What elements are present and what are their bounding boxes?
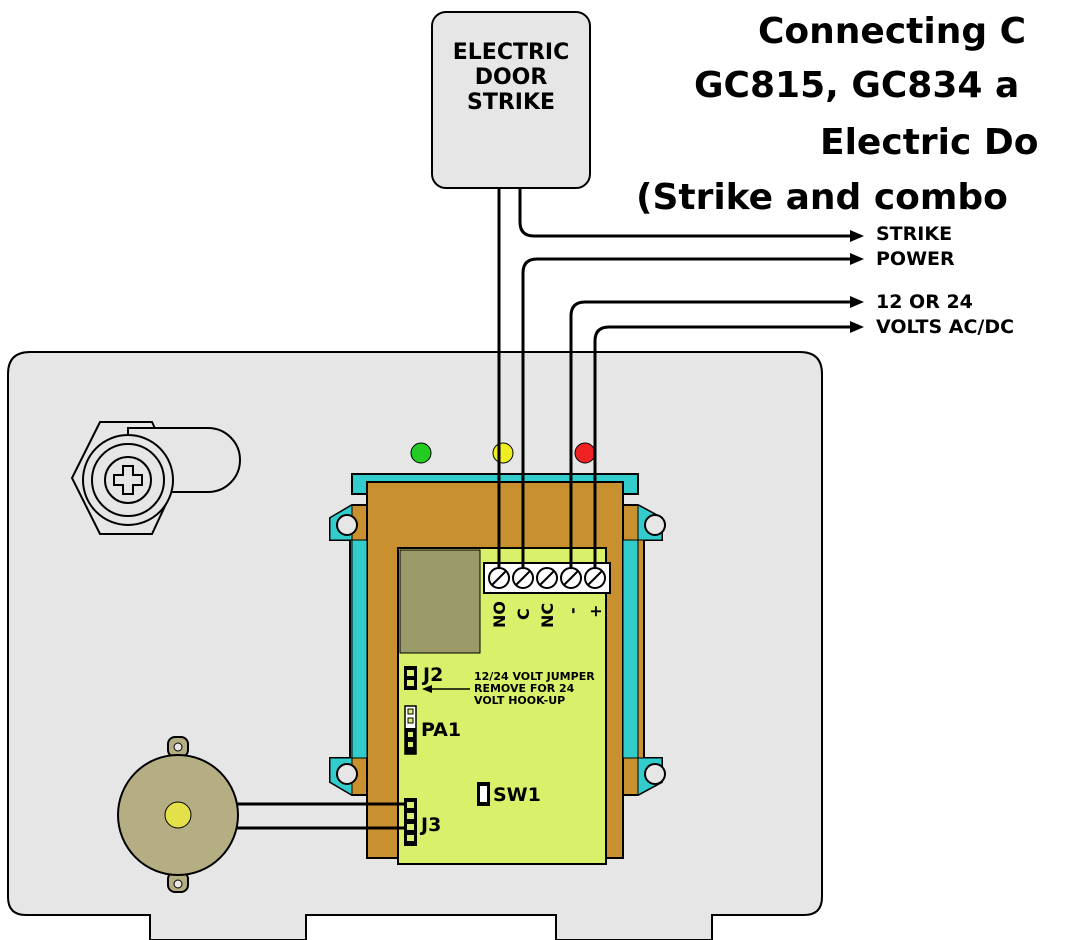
terminal-label-c: C [514, 608, 533, 620]
jumper-note-line-2: REMOVE FOR 24 [474, 682, 575, 695]
buzzer-wires [237, 802, 404, 830]
title-line-4: (Strike and combo [636, 177, 1008, 218]
j2-label: J2 [423, 664, 444, 686]
wire-label-strike: STRIKE [876, 223, 953, 245]
title-line-1: Connecting C [758, 11, 1027, 52]
diagram-title: Connecting C GC815, GC834 a Electric Do … [0, 0, 1065, 240]
wire-label-volts-2: VOLTS AC/DC [876, 316, 1015, 338]
terminal-screw-c [512, 567, 534, 589]
strike-device-label: ELECTRIC DOOR STRIKE [432, 40, 590, 115]
terminal-screw-no [488, 567, 510, 589]
led-red [574, 442, 596, 464]
terminal-screw-plus [584, 567, 606, 589]
arrow-left-icon [422, 685, 432, 693]
pa1-label: PA1 [421, 719, 462, 741]
cam-lock [70, 421, 241, 535]
arrow-right-icon [850, 296, 864, 308]
led-green [410, 442, 432, 464]
wire-arrows [850, 230, 864, 333]
jumper-note: 12/24 VOLT JUMPER REMOVE FOR 24 VOLT HOO… [474, 671, 595, 707]
jumper-note-line-3: VOLT HOOK-UP [474, 694, 566, 707]
sw1-switch [477, 782, 490, 806]
terminal-screw-nc [536, 567, 558, 589]
strike-label-line-2: DOOR [474, 65, 548, 90]
sw1-label: SW1 [493, 784, 541, 806]
relay [399, 549, 481, 654]
wire-label-power: POWER [876, 248, 955, 270]
title-line-2: GC815, GC834 a [694, 65, 1020, 106]
strike-wires [497, 188, 852, 568]
j3-header [404, 798, 417, 846]
buzzer [117, 736, 239, 893]
terminal-label-minus: - [563, 607, 582, 614]
screw-head-icon [113, 465, 143, 495]
pa1-header [404, 705, 417, 755]
led-yellow [492, 442, 514, 464]
electric-door-strike-box [431, 11, 591, 189]
arrow-right-icon [850, 230, 864, 242]
terminal-screw-minus [560, 567, 582, 589]
strike-label-line-3: STRIKE [466, 90, 556, 115]
arrow-right-icon [850, 321, 864, 333]
wire-label-volts-1: 12 OR 24 [876, 291, 973, 313]
terminal-block [483, 562, 611, 594]
j2-jumper [404, 666, 417, 690]
arrow-right-icon [850, 253, 864, 265]
title-line-3: Electric Do [820, 122, 1039, 163]
terminal-label-no: NO [490, 601, 509, 628]
terminal-label-nc: NC [538, 602, 557, 628]
j3-label: J3 [421, 814, 442, 836]
terminal-label-plus: + [586, 604, 605, 618]
strike-label-line-1: ELECTRIC [452, 40, 570, 65]
jumper-note-line-1: 12/24 VOLT JUMPER [474, 670, 595, 683]
